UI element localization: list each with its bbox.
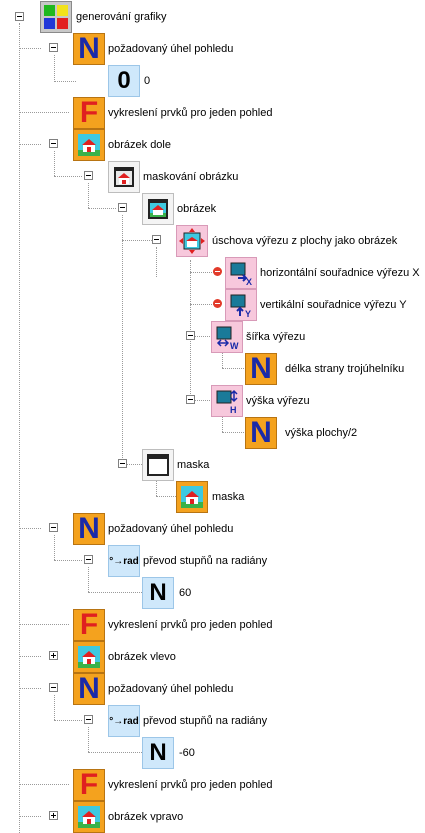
collapse-toggle[interactable]: [118, 203, 127, 212]
number-icon[interactable]: N: [73, 673, 105, 705]
node-label[interactable]: vykreslení prvků pro jeden pohled: [108, 779, 273, 791]
node-label[interactable]: požadovaný úhel pohledu: [108, 43, 234, 55]
collapse-toggle[interactable]: [186, 395, 195, 404]
node-label[interactable]: výška plochy/2: [285, 427, 358, 439]
number-icon[interactable]: N: [73, 33, 105, 65]
collapse-toggle[interactable]: [84, 171, 93, 180]
function-icon[interactable]: F: [73, 609, 105, 641]
node-label[interactable]: převod stupňů na radiány: [143, 715, 268, 727]
collapse-toggle[interactable]: [15, 12, 24, 21]
function-icon[interactable]: F: [73, 769, 105, 801]
mask-icon[interactable]: [142, 449, 174, 481]
degree-to-radian-icon[interactable]: °→rad: [108, 705, 140, 737]
collapse-toggle[interactable]: [49, 683, 58, 692]
collapse-toggle[interactable]: [118, 459, 127, 468]
node-label[interactable]: horizontální souřadnice výřezu X: [260, 267, 420, 279]
collapse-toggle[interactable]: [49, 523, 58, 532]
node-label[interactable]: maska: [177, 459, 210, 471]
node-label[interactable]: maskování obrázku: [143, 171, 239, 183]
svg-text:H: H: [230, 405, 237, 414]
picture-icon[interactable]: [73, 129, 105, 161]
expand-toggle[interactable]: [49, 651, 58, 660]
picture-icon[interactable]: [73, 801, 105, 833]
svg-text:X: X: [246, 277, 252, 286]
x-coordinate-icon[interactable]: X: [225, 257, 257, 289]
expand-toggle[interactable]: [49, 811, 58, 820]
node-label[interactable]: šířka výřezu: [246, 331, 306, 343]
number-icon[interactable]: N: [245, 353, 277, 385]
number-icon[interactable]: N: [73, 513, 105, 545]
masking-icon[interactable]: [108, 161, 140, 193]
number-icon[interactable]: N: [142, 737, 174, 769]
node-label[interactable]: vertikální souřadnice výřezu Y: [260, 299, 407, 311]
node-label[interactable]: maska: [212, 491, 245, 503]
node-label[interactable]: -60: [179, 747, 195, 759]
node-label[interactable]: požadovaný úhel pohledu: [108, 523, 234, 535]
collapse-toggle-red[interactable]: [213, 267, 222, 276]
svg-text:Y: Y: [245, 309, 251, 318]
screen-capture-icon[interactable]: [176, 225, 208, 257]
svg-text:W: W: [230, 341, 239, 350]
number-icon[interactable]: N: [245, 417, 277, 449]
node-label[interactable]: požadovaný úhel pohledu: [108, 683, 234, 695]
node-label[interactable]: obrázek vpravo: [108, 811, 184, 823]
width-icon[interactable]: W: [211, 321, 243, 353]
node-label[interactable]: délka strany trojúhelníku: [285, 363, 405, 375]
collapse-toggle[interactable]: [49, 139, 58, 148]
graphics-icon[interactable]: [40, 1, 72, 33]
node-label[interactable]: 0: [144, 75, 151, 87]
node-label[interactable]: generování grafiky: [76, 11, 167, 23]
picture-icon[interactable]: [176, 481, 208, 513]
collapse-toggle-red[interactable]: [213, 299, 222, 308]
collapse-toggle[interactable]: [186, 331, 195, 340]
collapse-toggle[interactable]: [152, 235, 161, 244]
y-coordinate-icon[interactable]: Y: [225, 289, 257, 321]
node-label[interactable]: vykreslení prvků pro jeden pohled: [108, 107, 273, 119]
collapse-toggle[interactable]: [49, 43, 58, 52]
picture-icon[interactable]: [73, 641, 105, 673]
node-label[interactable]: výška výřezu: [246, 395, 310, 407]
number-icon[interactable]: N: [142, 577, 174, 609]
node-label[interactable]: obrázek dole: [108, 139, 171, 151]
node-label[interactable]: obrázek: [177, 203, 217, 215]
node-label[interactable]: převod stupňů na radiány: [143, 555, 268, 567]
collapse-toggle[interactable]: [84, 555, 93, 564]
node-label[interactable]: úschova výřezu z plochy jako obrázek: [212, 235, 398, 247]
node-label[interactable]: vykreslení prvků pro jeden pohled: [108, 619, 273, 631]
height-icon[interactable]: H: [211, 385, 243, 417]
function-icon[interactable]: F: [73, 97, 105, 129]
picture-frame-icon[interactable]: [142, 193, 174, 225]
degree-to-radian-icon[interactable]: °→rad: [108, 545, 140, 577]
node-label[interactable]: obrázek vlevo: [108, 651, 176, 663]
node-label[interactable]: 60: [179, 587, 192, 599]
collapse-toggle[interactable]: [84, 715, 93, 724]
constant-icon[interactable]: 0: [108, 65, 140, 97]
